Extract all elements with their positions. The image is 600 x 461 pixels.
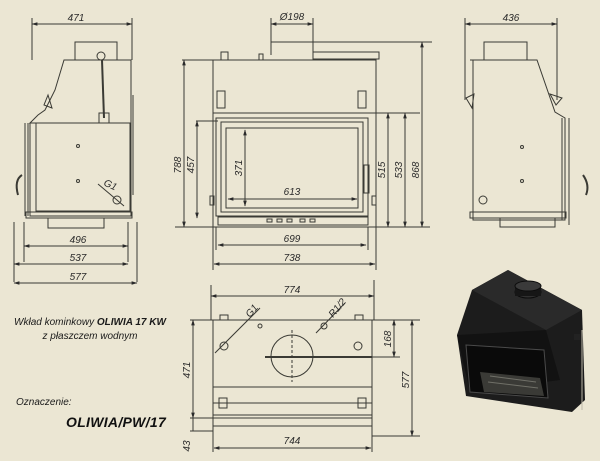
dim-43: 43 (182, 440, 193, 452)
right-side-view (464, 18, 589, 228)
connection-label-g1-top: G1 (244, 303, 261, 320)
dim-371: 371 (234, 160, 245, 177)
product-title: Wkład kominkowy OLIWIA 17 KW z płaszczem… (10, 316, 170, 344)
connection-label-r12: R1/2 (327, 296, 349, 320)
dim-496: 496 (70, 235, 87, 246)
dim-577-top: 577 (401, 371, 412, 388)
dim-471-left: 471 (68, 13, 85, 24)
dim-788: 788 (173, 156, 184, 173)
designation-code: OLIWIA/PW/17 (66, 414, 167, 430)
title-prefix: Wkład kominkowy (14, 317, 97, 328)
dim-515: 515 (377, 161, 388, 178)
dim-868: 868 (411, 161, 422, 178)
dim-774: 774 (284, 285, 301, 296)
left-side-view (13, 18, 138, 285)
dim-744: 744 (284, 436, 301, 447)
dim-537: 537 (70, 253, 87, 264)
dim-168: 168 (383, 330, 394, 347)
dim-738: 738 (284, 253, 301, 264)
dim-436: 436 (503, 13, 520, 24)
title-subtitle: z płaszczem wodnym (42, 331, 138, 342)
dim-613: 613 (284, 187, 301, 198)
dim-577-left: 577 (70, 272, 87, 283)
dim-457: 457 (186, 156, 197, 173)
dim-699: 699 (284, 234, 301, 245)
fireplace-render (457, 270, 585, 412)
designation-label: Oznaczenie: (16, 397, 72, 408)
dim-471-top: 471 (182, 362, 193, 379)
connection-label-g1: G1 (102, 178, 119, 194)
top-view (190, 280, 420, 452)
dim-533: 533 (394, 161, 405, 178)
front-view (175, 18, 432, 270)
dim-flue-diameter: Ø198 (279, 12, 305, 23)
title-product: OLIWIA 17 KW (96, 317, 166, 328)
